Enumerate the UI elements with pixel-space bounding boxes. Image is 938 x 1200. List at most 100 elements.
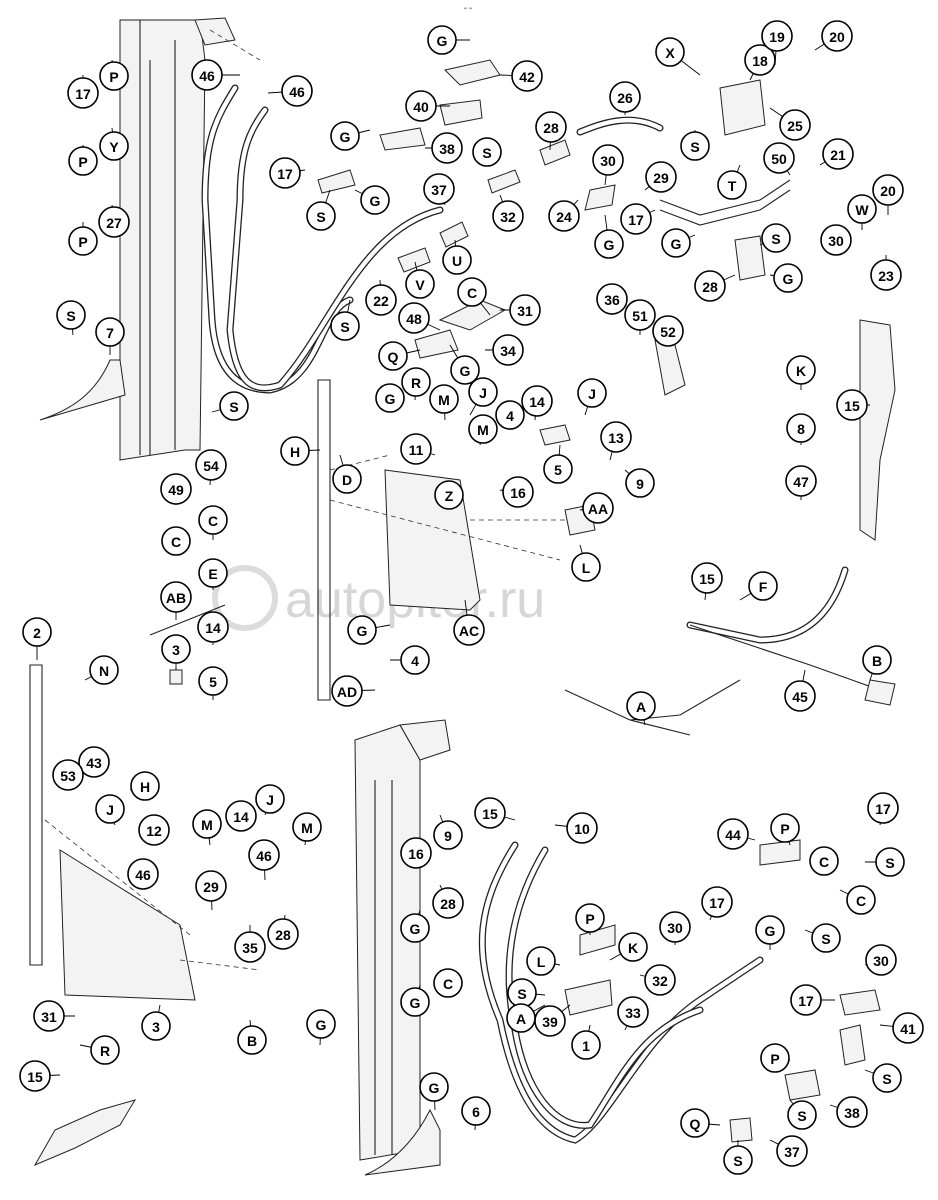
callout-circle — [197, 611, 229, 643]
callout-label: 29 — [203, 879, 219, 895]
callout-circle — [192, 809, 222, 839]
callout-n: N — [89, 655, 119, 685]
callout-label: C — [443, 976, 453, 992]
callout-label: G — [410, 995, 421, 1011]
callout-33: 33 — [617, 996, 649, 1028]
callout-label: AB — [166, 590, 186, 606]
callout-s: S — [306, 201, 336, 231]
callout-label: 14 — [205, 620, 221, 636]
callout-circle — [809, 846, 839, 876]
callout-circle — [872, 1063, 902, 1093]
callout-circle — [847, 194, 877, 224]
callout-circle — [566, 812, 598, 844]
callout-circle — [644, 964, 676, 996]
callout-label: 23 — [878, 268, 894, 284]
callout-circle — [820, 224, 852, 256]
callout-46: 46 — [127, 858, 159, 890]
callout-circle — [535, 111, 567, 143]
callout-g: G — [419, 1072, 449, 1102]
callout-circle — [400, 645, 430, 675]
callout-p: P — [68, 146, 98, 176]
callout-circle — [269, 157, 301, 189]
callout-label: 3 — [172, 642, 180, 658]
callout-label: 39 — [542, 1014, 558, 1030]
callout-k: K — [786, 355, 816, 385]
callout-label: 19 — [769, 29, 785, 45]
callout-label: T — [728, 178, 737, 194]
callout-17: 17 — [67, 77, 99, 109]
callout-label: 30 — [667, 920, 683, 936]
callout-label: 24 — [556, 209, 572, 225]
callout-label: 28 — [440, 896, 456, 912]
callout-circle — [526, 946, 556, 976]
callout-circle — [280, 436, 310, 466]
callout-circle — [141, 1011, 171, 1041]
callout-label: 46 — [199, 68, 215, 84]
callout-label: C — [819, 854, 829, 870]
callout-label: B — [872, 653, 882, 669]
callout-label: A — [636, 699, 646, 715]
callout-2: 2 — [22, 617, 52, 647]
callout-g: G — [400, 987, 430, 1017]
callout-circle — [790, 984, 822, 1016]
callout-16: 16 — [502, 476, 534, 508]
callout-circle — [237, 1025, 267, 1055]
callout-label: G — [410, 921, 421, 937]
callout-15: 15 — [691, 562, 723, 594]
callout-label: G — [765, 923, 776, 939]
callout-circle — [495, 400, 525, 430]
callout-circle — [659, 911, 691, 943]
callout-17: 17 — [269, 157, 301, 189]
callout-circle — [255, 784, 285, 814]
callout-label: 3 — [152, 1019, 160, 1035]
callout-circle — [875, 847, 905, 877]
callout-label: J — [588, 386, 596, 402]
callout-label: 32 — [500, 209, 516, 225]
callout-j: J — [577, 378, 607, 408]
callout-label: AA — [588, 501, 608, 517]
callout-circle — [786, 355, 816, 385]
callout-circle — [89, 655, 119, 685]
callout-label: 5 — [209, 674, 217, 690]
callout-circle — [680, 1108, 710, 1138]
callout-label: 2 — [33, 625, 41, 641]
callout-circle — [474, 797, 506, 829]
callout-circle — [378, 341, 408, 371]
callout-circle — [195, 449, 227, 481]
callout-label: 44 — [725, 827, 741, 843]
callout-circle — [331, 675, 363, 707]
callout-label: G — [357, 623, 368, 639]
callout-label: 16 — [510, 485, 526, 501]
callout-label: 41 — [900, 1021, 916, 1037]
callout-label: 28 — [543, 120, 559, 136]
callout-z: Z — [434, 480, 464, 510]
callout-36: 36 — [596, 283, 628, 315]
callout-circle — [453, 614, 485, 646]
callout-s: S — [56, 300, 86, 330]
callout-circle — [468, 414, 498, 444]
callout-label: 14 — [529, 394, 545, 410]
callout-20: 20 — [872, 174, 904, 206]
callout-label: 15 — [482, 806, 498, 822]
callout-label: G — [385, 391, 396, 407]
callout-a: A — [506, 1003, 536, 1033]
callout-c: C — [198, 505, 228, 535]
callout-circle — [423, 173, 455, 205]
callout-label: 12 — [146, 823, 162, 839]
callout-32: 32 — [644, 964, 676, 996]
callout-label: J — [106, 802, 114, 818]
callout-label: N — [99, 663, 109, 679]
upper-fittings — [397, 79, 791, 273]
left-shoe-upper — [39, 359, 126, 421]
callout-label: K — [796, 363, 806, 379]
callout-circle — [867, 792, 899, 824]
callout-label: S — [690, 139, 699, 155]
callout-label: C — [467, 285, 477, 301]
callout-14: 14 — [521, 385, 553, 417]
callout-circle — [281, 75, 313, 107]
callout-46: 46 — [281, 75, 313, 107]
callout-circle — [405, 269, 435, 299]
callout-circle — [836, 389, 868, 421]
callout-label: 43 — [86, 755, 102, 771]
callout-label: 30 — [828, 233, 844, 249]
